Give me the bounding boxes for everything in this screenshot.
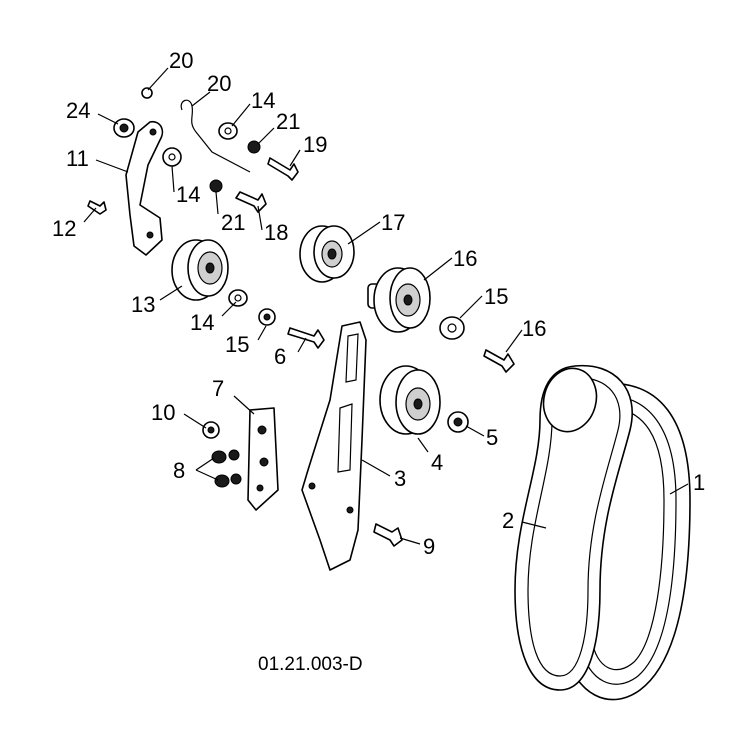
callout-21-top: 21 <box>276 109 300 134</box>
callout-21-mid: 21 <box>221 210 245 235</box>
nut-10 <box>202 421 220 439</box>
callout-24: 24 <box>66 98 90 123</box>
pulley-18 <box>367 267 431 333</box>
callout-10: 10 <box>151 400 175 425</box>
pulley-19 <box>299 225 355 283</box>
callout-12: 13 <box>131 292 155 317</box>
bolt-9 <box>373 523 403 547</box>
callout-20-top: 19 <box>303 132 327 157</box>
callout-16: 16 <box>522 316 546 341</box>
callout-11: 11 <box>66 146 89 171</box>
callout-5: 5 <box>486 425 498 450</box>
pulley-4 <box>379 365 441 435</box>
screws-8 <box>211 449 242 488</box>
callout-14-top: 14 <box>251 88 275 113</box>
washer-23 <box>141 87 153 99</box>
callout-3: 3 <box>394 466 406 491</box>
callout-20-mid: 18 <box>264 220 288 245</box>
figure-code: 01.21.003-D <box>258 654 363 675</box>
bolt-16 <box>483 349 515 373</box>
washer-14c <box>228 289 248 307</box>
belt-inner <box>514 364 633 691</box>
callout-4: 4 <box>431 450 443 475</box>
callout-labels: 20 20 24 14 21 19 11 14 21 18 12 17 16 1… <box>52 48 705 559</box>
nut-21b <box>209 179 223 193</box>
spring-22 <box>180 99 251 173</box>
callout-7: 7 <box>212 376 224 401</box>
callout-18: 16 <box>453 246 477 271</box>
callout-22: 20 <box>207 71 231 96</box>
callout-14-mid: 14 <box>176 182 200 207</box>
leader-lines <box>83 67 689 545</box>
callout-1: 1 <box>693 470 705 495</box>
bracket-7 <box>247 407 279 511</box>
callout-19: 17 <box>381 210 405 235</box>
bolt-13 <box>87 200 107 215</box>
callout-23: 20 <box>169 48 193 73</box>
pulley-12 <box>171 239 229 301</box>
nut-5 <box>447 411 469 433</box>
bolt-20a <box>267 157 299 181</box>
nut-15 <box>258 308 276 326</box>
bolt-20b <box>235 191 267 213</box>
washer-17 <box>439 316 465 340</box>
nut-21a <box>247 140 261 154</box>
washer-14a <box>218 122 238 140</box>
callout-13: 12 <box>52 216 76 241</box>
idler-arm-3 <box>301 321 367 571</box>
callout-14-low: 14 <box>190 310 214 335</box>
callout-2: 2 <box>502 508 514 533</box>
bracket-11 <box>125 120 164 256</box>
callout-9: 9 <box>423 534 435 559</box>
callout-15: 15 <box>225 332 249 357</box>
washer-14b <box>162 147 182 167</box>
callout-6: 6 <box>274 344 286 369</box>
callout-17: 15 <box>484 284 508 309</box>
callout-8: 8 <box>173 458 185 483</box>
nut-24 <box>113 118 135 138</box>
